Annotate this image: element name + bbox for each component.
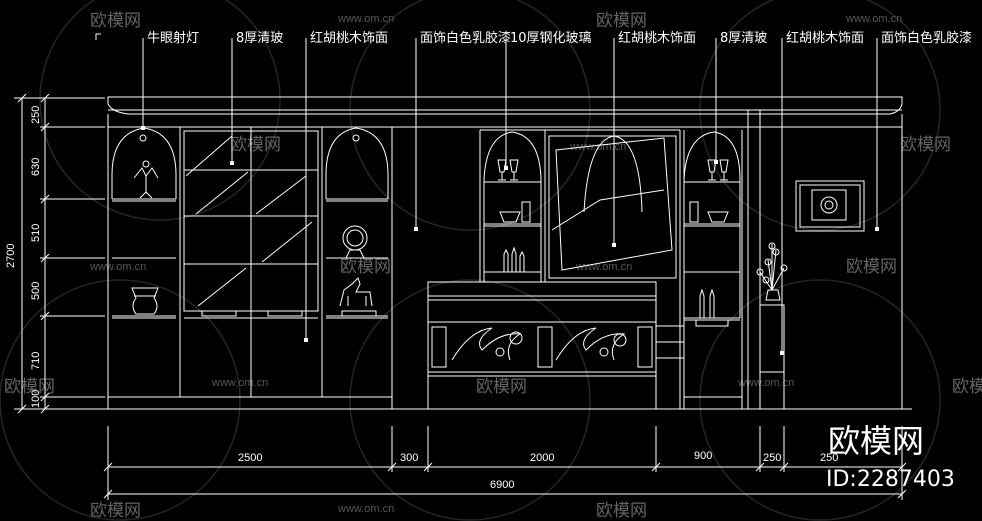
dimension-label: 630 — [30, 158, 42, 176]
dimension-label: 510 — [30, 224, 42, 242]
vertical-dimension-chain — [14, 93, 105, 414]
horizontal-dimension-chain — [103, 426, 907, 500]
watermark-url-text: www.om.cn — [575, 261, 632, 273]
annotation-label: 红胡桃木饰面 — [786, 30, 864, 46]
watermark-brand-text: 欧模网 — [596, 501, 647, 521]
watermark-brand-text: 欧模网 — [596, 11, 647, 31]
watermark-url-text: www.om.cn — [337, 13, 394, 25]
elevation-outline — [92, 96, 912, 410]
dimension-label: 2500 — [238, 452, 262, 464]
dimension-label-total-height: 2700 — [5, 244, 17, 268]
dimension-label: 2000 — [530, 452, 554, 464]
watermark-url-text: www.om.cn — [337, 503, 394, 515]
annotation-leaders — [95, 33, 878, 353]
annotation-label: 面饰白色乳胶漆 — [881, 30, 972, 46]
brand-watermark: 欧模网 ID:2287403 — [826, 422, 955, 492]
watermark-brand-text: 欧模网 — [340, 257, 391, 277]
watermark-brand-text: 欧模网 — [90, 11, 141, 31]
dimension-label: 900 — [694, 450, 712, 462]
dimension-label: 100 — [30, 390, 42, 408]
watermark-brand-text: 欧模网 — [900, 135, 951, 155]
watermark-brand-text: 欧模网 — [476, 377, 527, 397]
brand-logo-text: 欧模网 — [828, 422, 924, 460]
annotation-label: 8厚清玻 — [236, 31, 283, 46]
watermark-brand-text: 欧模网 — [952, 377, 982, 397]
watermark-url-text: www.om.cn — [211, 377, 268, 389]
dimension-label: 500 — [30, 282, 42, 300]
dimension-label: 250 — [30, 106, 42, 124]
dimension-label-total-width: 6900 — [490, 479, 514, 491]
annotation-label: 红胡桃木饰面 — [310, 30, 388, 46]
watermark-url-text: www.om.cn — [89, 261, 146, 273]
annotation-label: 牛眼射灯 — [147, 30, 199, 46]
watermark-brand-text: 欧模网 — [4, 377, 55, 397]
vertical-dimension-labels: 2700 250 630 510 500 710 100 — [5, 106, 42, 408]
annotation-label: 红胡桃木饰面 — [618, 30, 696, 46]
annotation-labels: 牛眼射灯 8厚清玻 红胡桃木饰面 面饰白色乳胶漆 10厚钢化玻璃 红胡桃木饰面 … — [147, 30, 972, 46]
annotation-label: 10厚钢化玻璃 — [510, 31, 592, 46]
annotation-label: 面饰白色乳胶漆 — [420, 30, 511, 46]
dimension-label: 300 — [400, 452, 418, 464]
horizontal-dimension-labels: 2500 300 2000 900 250 250 6900 — [238, 450, 838, 491]
dimension-label: 250 — [763, 452, 781, 464]
dimension-label: 250 — [820, 452, 838, 464]
watermark-url-text: www.om.cn — [737, 377, 794, 389]
watermark-brand-text: 欧模网 — [846, 257, 897, 277]
watermark-url-text: www.om.cn — [845, 13, 902, 25]
annotation-label: 8厚清玻 — [720, 31, 767, 46]
watermark-brand-text: 欧模网 — [230, 135, 281, 155]
decor-objects — [131, 134, 838, 319]
dimension-label: 710 — [30, 352, 42, 370]
brand-id-text: ID:2287403 — [826, 467, 955, 492]
watermark-brand-text: 欧模网 — [90, 501, 141, 521]
